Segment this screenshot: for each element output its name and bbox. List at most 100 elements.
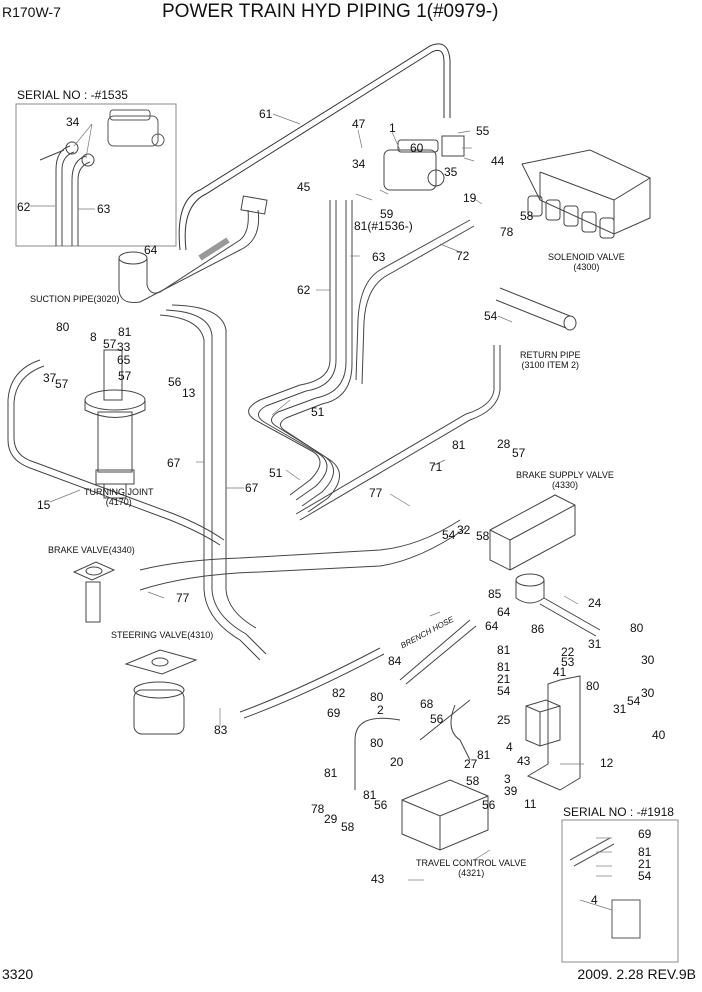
callout-label: 54 [497, 684, 511, 698]
hose-67-icon [159, 314, 261, 661]
callout-label: 4 [591, 893, 598, 907]
inset-block-4-icon [569, 837, 641, 939]
travel-control-valve-name: TRAVEL CONTROL VALVE [416, 858, 527, 868]
turning-joint-label: TURNING JOINT (4170) [84, 487, 154, 507]
callout-label: 65 [117, 353, 131, 367]
hose-68-icon [450, 704, 471, 761]
callout-label: 24 [588, 596, 602, 610]
callout-label: 84 [388, 654, 402, 668]
brake-valve-icon [72, 561, 116, 623]
callout-label: 67 [245, 481, 259, 495]
turning-joint-code: (4170) [105, 497, 132, 507]
turning-joint-icon [84, 349, 146, 499]
callout-label: 47 [352, 117, 366, 131]
callout-label: 33 [117, 340, 131, 354]
callout-label: 78 [500, 225, 514, 239]
steering-valve-label: STEERING VALVE(4310) [111, 630, 214, 640]
page-number: 3320 [2, 966, 34, 982]
brake-supply-valve-label: BRAKE SUPPLY VALVE (4330) [516, 470, 614, 490]
callout-label: 67 [167, 456, 181, 470]
callout-label: 31 [613, 702, 627, 716]
callout-label: 19 [463, 191, 477, 205]
callout-label: 40 [652, 728, 666, 742]
travel-control-valve-icon [401, 779, 489, 851]
callout-label: 55 [476, 124, 490, 138]
callout-label: 11 [524, 797, 537, 811]
callout-label: 71 [429, 460, 443, 474]
inset-frame-serial-1535 [15, 103, 177, 247]
callout-label: 80 [586, 679, 600, 693]
callout-label: 54 [638, 869, 652, 883]
callout-label: 57 [512, 446, 526, 460]
callout-label: 80 [370, 690, 384, 704]
callout-label: 81(#1536-) [354, 219, 413, 233]
callout-label: 32 [457, 523, 471, 537]
return-pipe-label: RETURN PIPE (3100 ITEM 2) [520, 350, 581, 370]
callout-label: 29 [324, 812, 338, 826]
valve-block-4-icon [525, 699, 561, 747]
callout-label: 81 [497, 643, 511, 657]
callout-label: 64 [497, 605, 511, 619]
callout-label: 2 [377, 703, 384, 717]
hose-84-icon [399, 619, 477, 685]
pipe-25-icon [419, 699, 471, 741]
callout-label: 8 [90, 330, 97, 344]
callout-label: 12 [600, 756, 614, 770]
callout-label: 77 [176, 591, 190, 605]
suction-pipe-label: SUCTION PIPE(3020) [30, 294, 120, 304]
callout-label: 62 [17, 200, 31, 214]
callout-label: 34 [66, 115, 80, 129]
callout-label: 34 [352, 157, 366, 171]
callout-label: 39 [504, 784, 518, 798]
callout-label: 82 [332, 686, 346, 700]
callout-label: 81 [638, 845, 652, 859]
callout-label: 80 [370, 736, 384, 750]
callout-label: 54 [442, 528, 456, 542]
inset-pump-icon [107, 109, 165, 147]
callout-label: 85 [488, 587, 502, 601]
callout-label: 51 [269, 466, 283, 480]
travel-control-valve-code: (4321) [458, 868, 485, 878]
callout-label: 80 [630, 621, 644, 635]
brake-supply-valve-code: (4330) [551, 480, 578, 490]
callout-label: 21 [497, 672, 511, 686]
callout-label: 81 [497, 660, 511, 674]
callout-label: 58 [520, 209, 534, 223]
callout-label: 21 [638, 857, 652, 871]
callout-label: 51 [311, 405, 325, 419]
callout-label: 20 [390, 755, 404, 769]
travel-control-valve-label: TRAVEL CONTROL VALVE (4321) [416, 858, 526, 878]
callout-label: 57 [103, 337, 117, 351]
callout-label: 64 [144, 243, 158, 257]
callout-label: 57 [55, 377, 69, 391]
callout-label: 68 [420, 697, 434, 711]
callout-label: 59 [380, 207, 394, 221]
hose-72-icon [355, 219, 471, 381]
callout-label: 37 [43, 371, 57, 385]
return-pipe-icon [495, 287, 577, 331]
model-number: R170W-7 [2, 4, 61, 20]
callout-label: 81 [324, 766, 338, 780]
inset-hoses-icon [39, 141, 95, 246]
callout-label: 80 [56, 320, 70, 334]
callout-label: 30 [641, 686, 655, 700]
callout-label: 77 [369, 486, 383, 500]
callout-label: 35 [444, 165, 458, 179]
return-pipe-code: (3100 ITEM 2) [521, 360, 580, 370]
callout-label: 31 [588, 637, 602, 651]
callout-label: 78 [311, 802, 325, 816]
page-title: POWER TRAIN HYD PIPING 1(#0979-) [162, 1, 499, 22]
callout-label: 54 [627, 694, 641, 708]
hose-82-icon [239, 647, 381, 713]
callout-label: 43 [371, 872, 385, 886]
hose-71-icon [299, 345, 501, 521]
callout-label: 56 [168, 375, 182, 389]
callout-label: 69 [638, 827, 652, 841]
solenoid-valve-name: SOLENOID VALVE [548, 252, 625, 262]
callout-label: 56 [482, 798, 496, 812]
hose-61-icon [178, 43, 451, 251]
callout-label: 30 [641, 653, 655, 667]
callout-label: 13 [182, 386, 196, 400]
callout-label: 63 [97, 202, 111, 216]
